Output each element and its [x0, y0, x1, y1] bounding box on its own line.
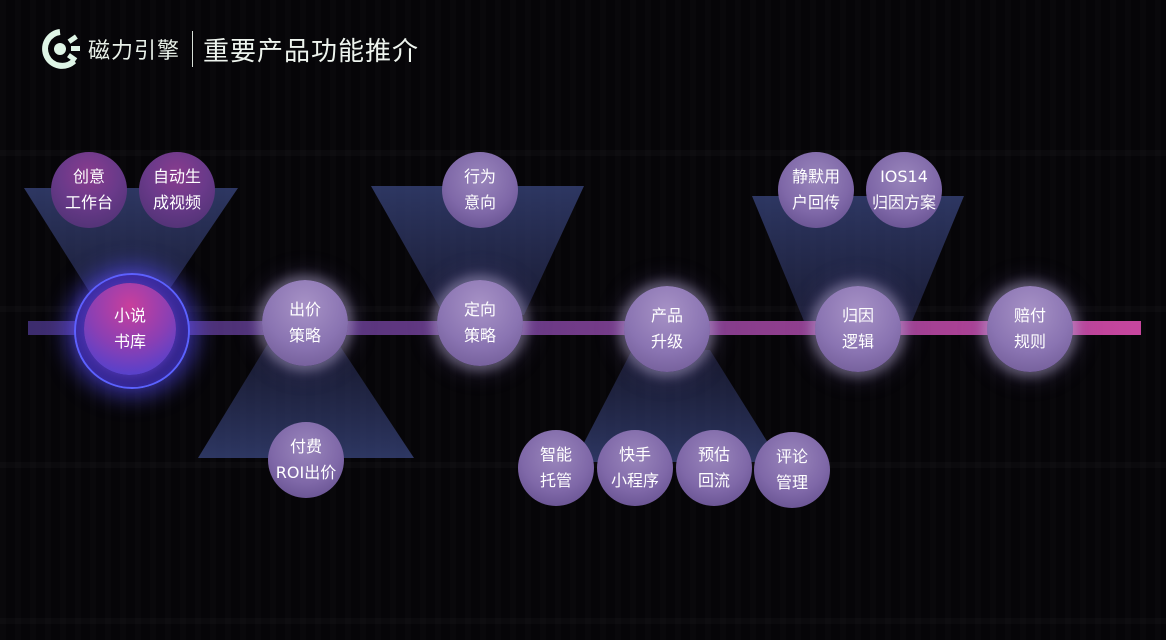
feature-silent-user-return: 静默用 户回传 [778, 152, 854, 228]
feature-label: 自动生 成视频 [152, 167, 201, 212]
feature-label: 快手 小程序 [610, 445, 659, 490]
brand-name: 磁力引擎 [88, 39, 181, 64]
feature-label: 评论 管理 [775, 447, 808, 492]
feature-estimated-backflow: 预估 回流 [676, 430, 752, 506]
stage-node-bid-strategy: 出价 策略 [262, 280, 348, 366]
stage-label-attribution: 归因 逻辑 [841, 306, 874, 351]
feature-label: 静默用 户回传 [791, 167, 840, 212]
feature-smart-hosting: 智能 托管 [518, 430, 594, 506]
feature-auto-video: 自动生 成视频 [139, 152, 215, 228]
feature-creative-workbench: 创意 工作台 [51, 152, 127, 228]
feature-ios14-attribution: IOS14 归因方案 [866, 152, 942, 228]
stage-label-bid: 出价 策略 [288, 300, 321, 345]
beam-targeting-up [371, 186, 584, 315]
page-title: 重要产品功能推介 [203, 36, 420, 67]
feature-label: 行为 意向 [463, 167, 496, 212]
feature-comment-management: 评论 管理 [754, 432, 830, 508]
stage-node-targeting-strategy: 定向 策略 [437, 280, 523, 366]
main-node-label: 小说 书库 [113, 306, 146, 351]
beam-bid-down [198, 340, 414, 458]
stage-node-attribution-logic: 归因 逻辑 [815, 286, 901, 372]
stage-label-targeting: 定向 策略 [463, 300, 496, 345]
feature-paid-roi-bid: 付费 ROI出价 [268, 422, 344, 498]
magnet-engine-logo-icon [42, 29, 80, 69]
stage-label-upgrade: 产品 升级 [650, 306, 683, 351]
feature-label: 付费 ROI出价 [275, 437, 337, 482]
beam-attribution-up [752, 196, 964, 326]
stage-node-product-upgrade: 产品 升级 [624, 286, 710, 372]
stage-label-compensation: 赔付 规则 [1013, 306, 1046, 351]
feature-behavior-intent: 行为 意向 [442, 152, 518, 228]
header: 磁力引擎 重要产品功能推介 [38, 28, 419, 70]
main-node-novel-library: 小说 书库 [84, 283, 176, 375]
header-divider [192, 31, 194, 67]
feature-label: 创意 工作台 [64, 167, 113, 212]
stage-node-compensation-rules: 赔付 规则 [987, 286, 1073, 372]
feature-label: 预估 回流 [697, 445, 730, 490]
feature-label: IOS14 归因方案 [871, 167, 936, 212]
feature-kuaishou-miniapp: 快手 小程序 [597, 430, 673, 506]
feature-label: 智能 托管 [539, 445, 572, 490]
timeline-bar [28, 321, 1141, 335]
